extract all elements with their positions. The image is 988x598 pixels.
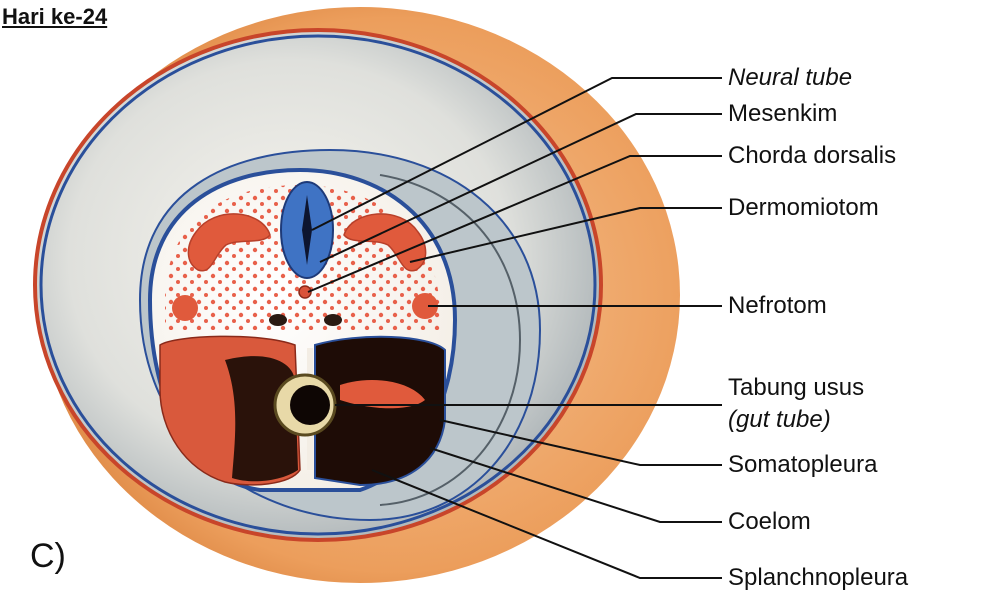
label-chorda-dorsalis: Chorda dorsalis — [728, 142, 896, 170]
label-mesenkim: Mesenkim — [728, 100, 837, 128]
label-neural-tube: Neural tube — [728, 64, 852, 92]
label-gut-tube: (gut tube) — [728, 406, 831, 434]
label-nefrotom: Nefrotom — [728, 292, 827, 320]
label-somatopleura: Somatopleura — [728, 451, 877, 479]
label-coelom: Coelom — [728, 508, 811, 536]
nephrotome-left — [172, 295, 198, 321]
page-title: Hari ke-24 — [2, 4, 107, 30]
label-splanchnopleura: Splanchnopleura — [728, 564, 908, 592]
panel-letter: C) — [30, 537, 66, 576]
label-dermomiotom: Dermomiotom — [728, 194, 879, 222]
label-tabung-usus: Tabung usus — [728, 374, 864, 402]
